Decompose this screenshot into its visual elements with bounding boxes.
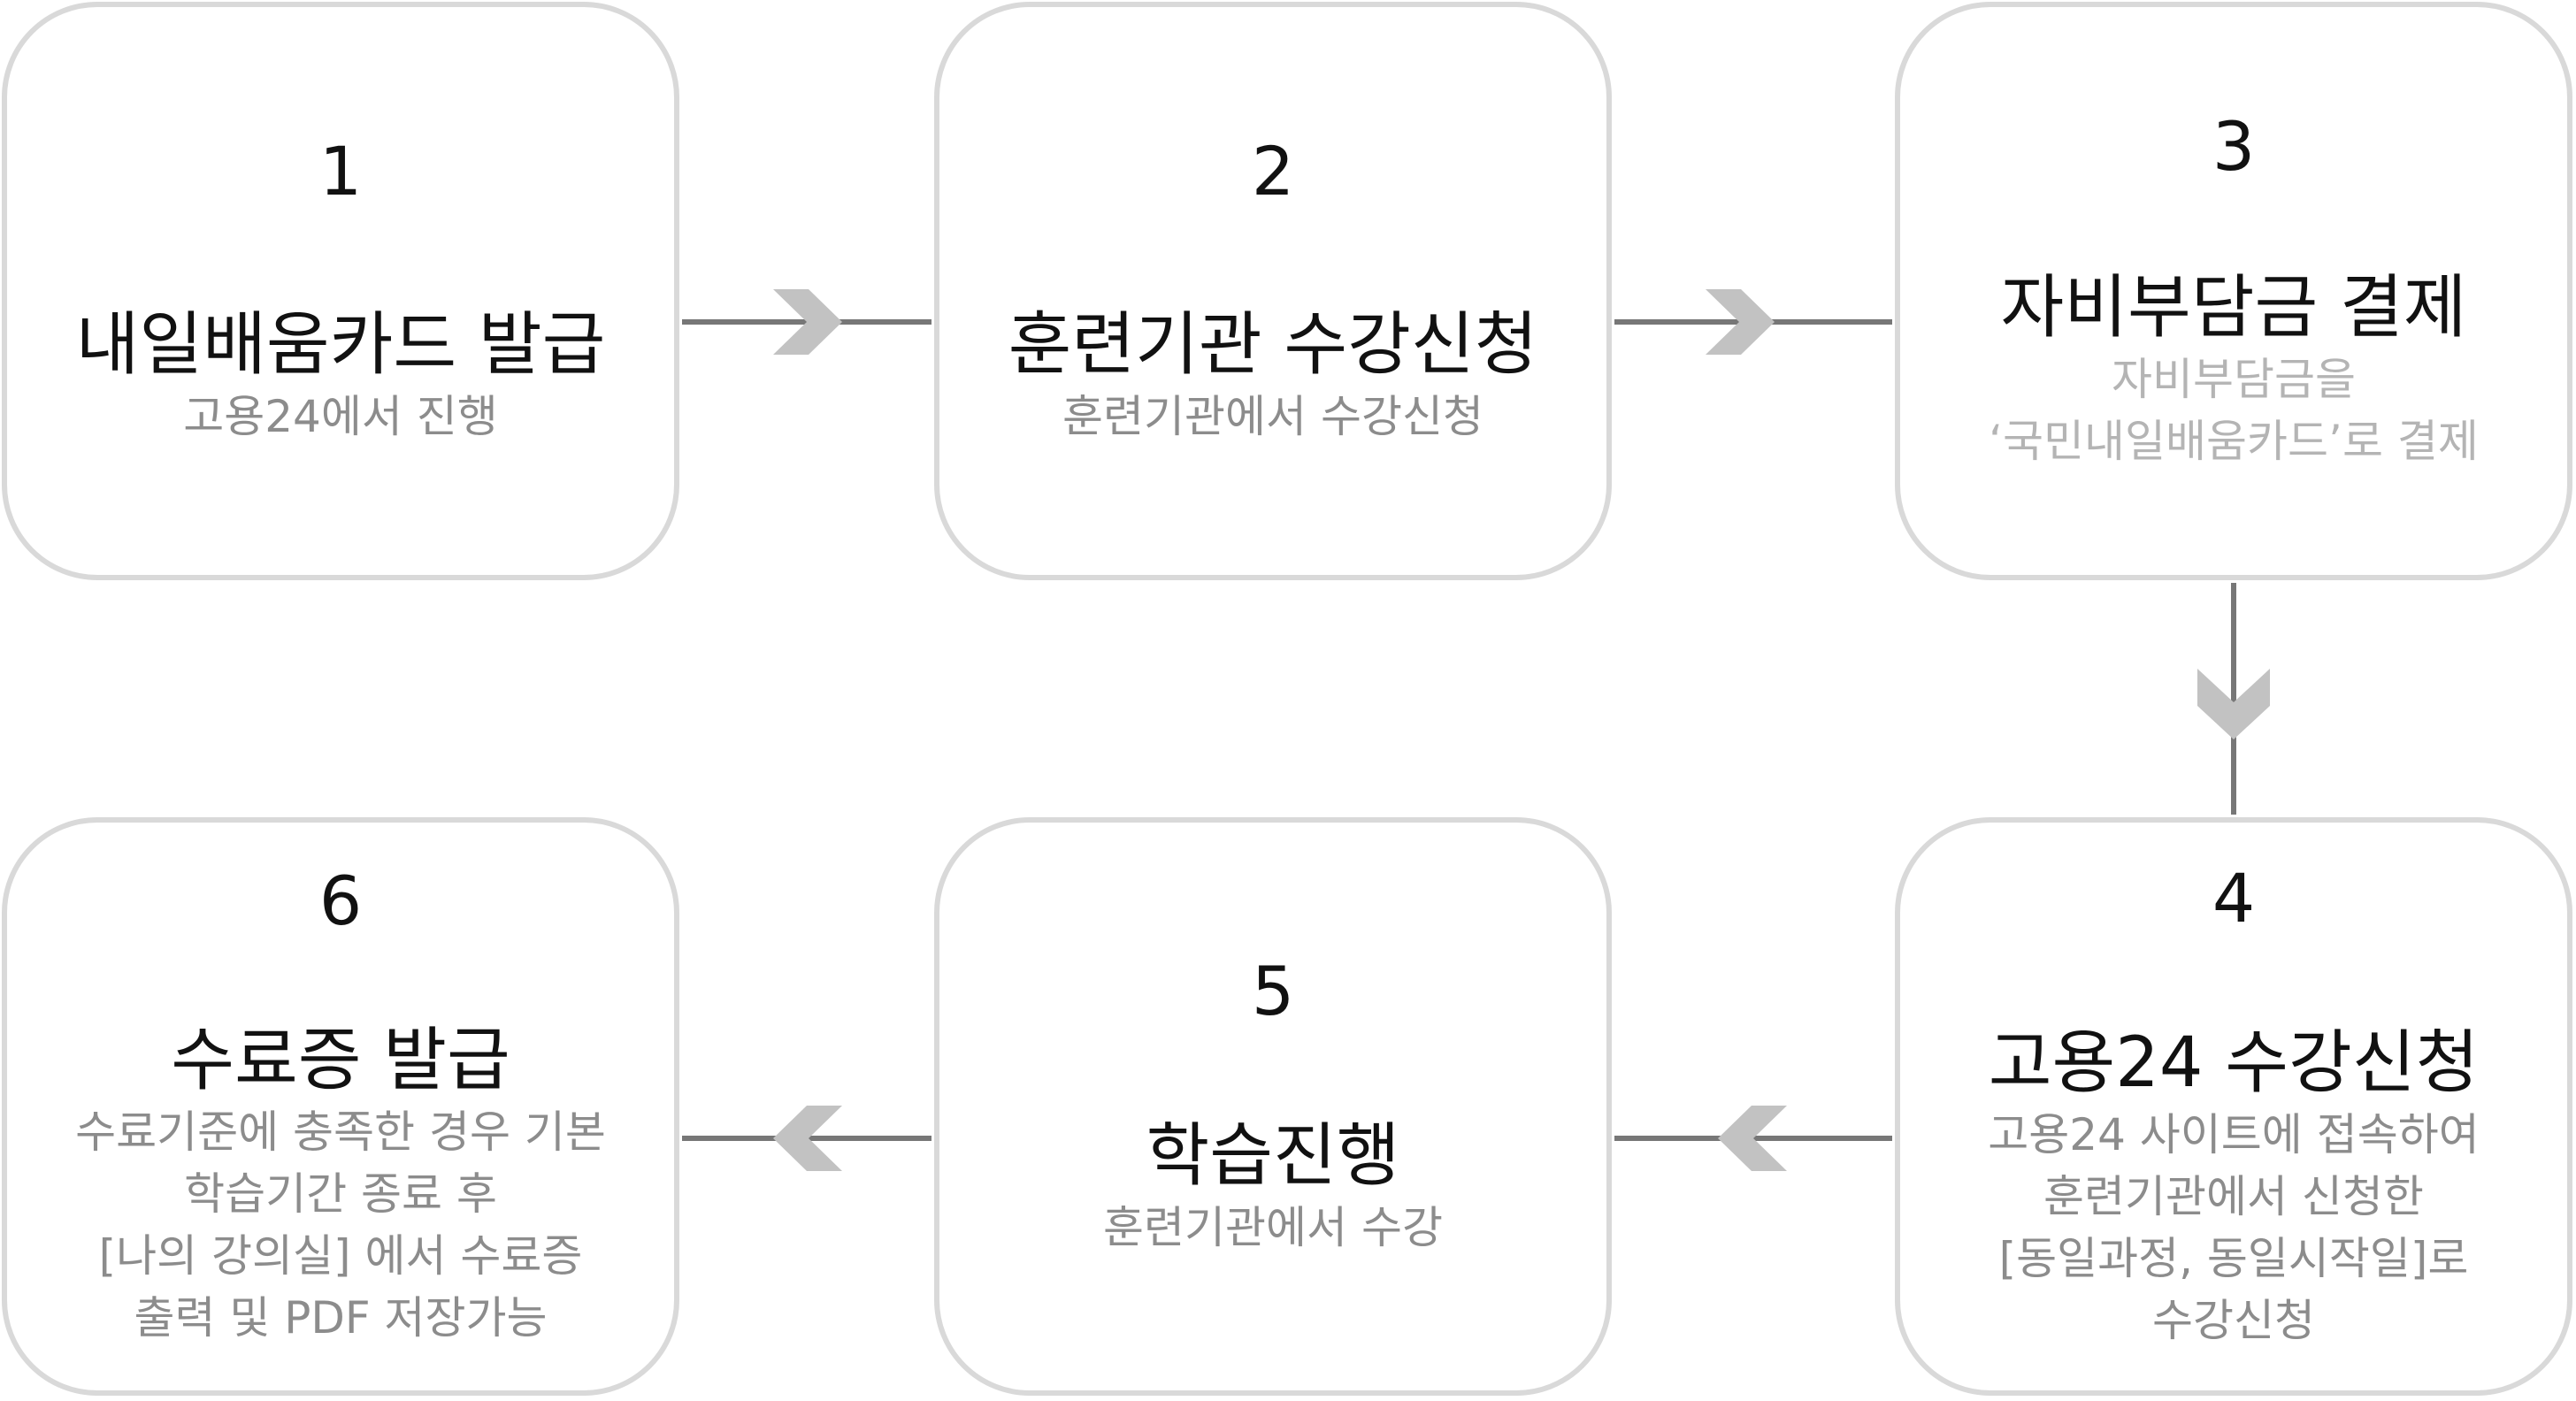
chevron-left-icon bbox=[773, 1106, 842, 1171]
description-line: 훈련기관에서 수강 bbox=[1103, 1201, 1443, 1253]
description-line: [나의 강의실] 에서 수료증 bbox=[98, 1229, 583, 1282]
step-description: 자비부담금을 ‘국민내일배움카드’로 결제 bbox=[1989, 348, 2479, 472]
step-card-2: 2 훈련기관 수강신청 훈련기관에서 수강신청 bbox=[934, 2, 1612, 580]
step-card-6: 6 수료증 발급 수료기준에 충족한 경우 기본 학습기간 종료 후 [나의 강… bbox=[2, 817, 679, 1396]
chevron-right-icon bbox=[773, 289, 842, 355]
step-description: 수료기준에 충족한 경우 기본 학습기간 종료 후 [나의 강의실] 에서 수료… bbox=[75, 1101, 606, 1349]
step-number: 3 bbox=[2212, 107, 2256, 187]
chevron-right-icon bbox=[1706, 289, 1775, 355]
step-title: 수료증 발급 bbox=[171, 1020, 510, 1100]
connector-3-4 bbox=[2197, 583, 2270, 815]
step-number: 1 bbox=[318, 132, 363, 211]
chevron-down-icon bbox=[2197, 669, 2270, 739]
step-card-4: 4 고용24 수강신청 고용24 사이트에 접속하여 훈련기관에서 신청한 [동… bbox=[1895, 817, 2572, 1396]
step-title: 학습진행 bbox=[1146, 1115, 1400, 1196]
description-line: 훈련기관에서 수강신청 bbox=[1062, 390, 1484, 442]
description-line: 고용24 사이트에 접속하여 bbox=[1988, 1108, 2480, 1160]
step-number: 4 bbox=[2212, 859, 2256, 938]
description-line: [동일과정, 동일시작일]로 bbox=[1998, 1232, 2469, 1284]
connector-4-5 bbox=[1614, 1106, 1892, 1171]
step-description: 고용24 사이트에 접속하여 훈련기관에서 신청한 [동일과정, 동일시작일]로… bbox=[1988, 1104, 2479, 1351]
step-description: 훈련기관에서 수강신청 bbox=[1062, 386, 1484, 448]
description-line: 학습기간 종료 후 bbox=[184, 1168, 497, 1220]
description-line: ‘국민내일배움카드’로 결제 bbox=[1989, 415, 2479, 467]
step-number: 2 bbox=[1251, 132, 1295, 211]
step-number: 6 bbox=[318, 861, 363, 941]
connector-5-6 bbox=[682, 1106, 932, 1171]
description-line: 수료기준에 충족한 경우 기본 bbox=[75, 1106, 606, 1158]
description-line: 자비부담금을 bbox=[2112, 353, 2356, 405]
step-title: 자비부담금 결제 bbox=[2000, 267, 2467, 348]
step-description: 훈련기관에서 수강 bbox=[1103, 1197, 1443, 1259]
chevron-left-icon bbox=[1718, 1106, 1787, 1171]
description-line: 출력 및 PDF 저장가능 bbox=[134, 1291, 548, 1344]
step-title: 고용24 수강신청 bbox=[1988, 1022, 2480, 1103]
step-card-1: 1 내일배움카드 발급 고용24에서 진행 bbox=[2, 2, 679, 580]
description-line: 고용24에서 진행 bbox=[183, 390, 498, 442]
step-card-5: 5 학습진행 훈련기관에서 수강 bbox=[934, 817, 1612, 1396]
description-line: 수강신청 bbox=[2151, 1294, 2315, 1346]
step-title: 내일배움카드 발급 bbox=[75, 304, 606, 385]
step-description: 고용24에서 진행 bbox=[183, 386, 498, 448]
step-title: 훈련기관 수강신청 bbox=[1008, 304, 1538, 385]
step-card-3: 3 자비부담금 결제 자비부담금을 ‘국민내일배움카드’로 결제 bbox=[1895, 2, 2572, 580]
connector-2-3 bbox=[1614, 289, 1892, 355]
description-line: 훈련기관에서 신청한 bbox=[2043, 1170, 2424, 1222]
connector-1-2 bbox=[682, 289, 932, 355]
step-number: 5 bbox=[1251, 952, 1295, 1031]
